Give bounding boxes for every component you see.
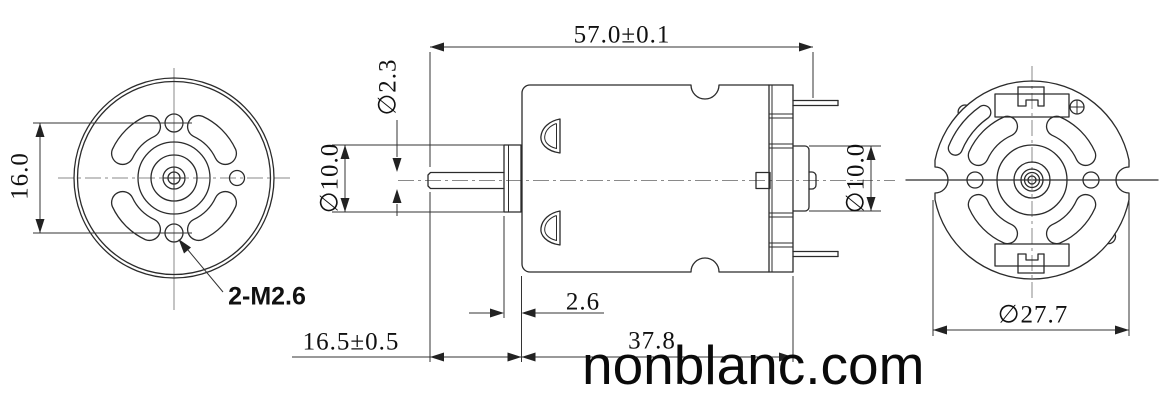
front-side-hole <box>228 169 246 187</box>
watermark-text: nonblanc.com <box>582 334 925 396</box>
front-shaft-hub <box>162 166 186 190</box>
rear-screw <box>1069 99 1085 115</box>
dim-mount-hole-pitch: 16.0 <box>6 152 34 200</box>
dim-body-diameter: ∅27.7 <box>997 301 1069 329</box>
side-shaft <box>427 171 505 190</box>
side-dim-rear-boss-graphics <box>809 145 881 212</box>
side-dim-26-graphics <box>469 216 604 318</box>
side-endbell <box>755 84 794 273</box>
rear-rim-notch-upper <box>957 104 968 115</box>
side-body <box>521 84 770 273</box>
dim-boss-protrusion: 2.6 <box>565 288 601 316</box>
side-terminal-bottom <box>792 250 839 258</box>
side-terminal-top <box>792 99 839 107</box>
front-outer-rim <box>73 77 275 279</box>
rear-dim-277-graphics <box>932 200 1130 336</box>
side-rear-boss <box>792 145 810 212</box>
side-front-boss <box>503 144 522 213</box>
rear-side-hole-right <box>1082 171 1100 189</box>
side-rear-bearing <box>755 171 771 190</box>
side-dim-front-boss-graphics <box>332 144 504 213</box>
side-view <box>292 42 895 362</box>
side-dim-shaft-dia-graphics <box>392 120 402 216</box>
dim-shaft-diameter: ∅2.3 <box>374 58 402 116</box>
label-mount-holes: 2-M2.6 <box>228 282 306 311</box>
side-dim-bottom-graphics <box>292 192 794 362</box>
rear-outline <box>934 80 1130 280</box>
rear-terminal-housing-bottom <box>994 243 1070 274</box>
front-dim-16-graphics <box>33 122 192 234</box>
dim-body-length: 37.8 <box>628 327 676 355</box>
side-shaft-tail <box>808 171 817 190</box>
dim-rear-boss-diameter: ∅10.0 <box>842 142 870 214</box>
side-dim-57-graphics <box>429 42 814 167</box>
rear-vent-slots <box>947 104 1097 245</box>
front-inner-rim <box>76 80 272 276</box>
dim-shaft-extension: 16.5±0.5 <box>302 328 400 356</box>
front-view <box>33 68 292 310</box>
rear-hub-circles <box>996 144 1068 216</box>
rear-side-hole-left <box>966 171 984 189</box>
side-vent-marks <box>540 118 561 246</box>
rear-view <box>905 66 1159 336</box>
dim-front-boss-diameter: ∅10.0 <box>316 142 344 214</box>
dim-overall-length: 57.0±0.1 <box>573 21 671 49</box>
rear-terminal-housing-top <box>994 86 1070 118</box>
rear-rim-notch-lower <box>1107 233 1117 245</box>
front-mount-holes-leader <box>178 239 224 293</box>
